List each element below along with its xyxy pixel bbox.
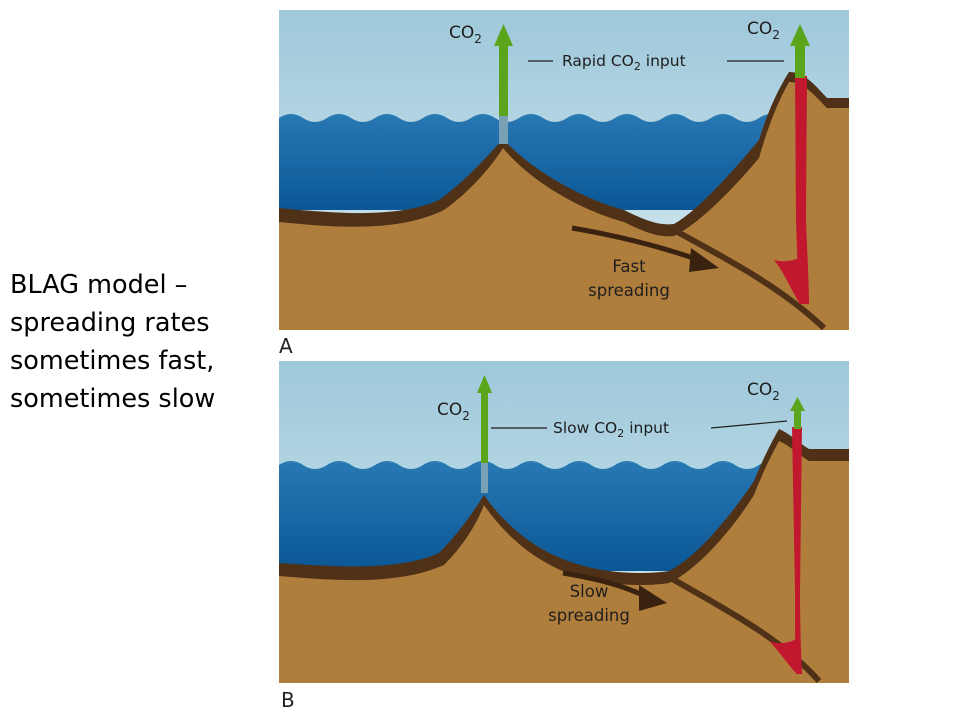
arc-co2-arrow xyxy=(794,409,801,429)
co2-input-label: Slow CO2 input xyxy=(553,419,669,440)
spreading-arrowhead xyxy=(639,585,667,611)
arc-co2-arrowhead xyxy=(790,24,810,46)
ridge-co2-stem xyxy=(499,114,508,144)
magma-conduit xyxy=(795,76,809,304)
panel-a-diagram: CO2 CO2 Rapid CO2 input Fast spreading xyxy=(279,10,849,330)
spreading-label-line2: spreading xyxy=(548,606,630,625)
ridge-co2-label: CO2 xyxy=(449,23,482,46)
arc-co2-arrow xyxy=(795,44,805,78)
spreading-arrowhead xyxy=(689,248,719,272)
arc-co2-arrowhead xyxy=(790,397,805,411)
spreading-arrow xyxy=(571,225,700,263)
ocean xyxy=(279,114,789,210)
ocean xyxy=(279,461,789,571)
spreading-label-line2: spreading xyxy=(588,281,670,300)
caption-line: spreading rates xyxy=(10,308,210,338)
ridge-co2-arrow xyxy=(481,391,488,463)
label-leader xyxy=(710,420,788,429)
ridge-co2-arrowhead xyxy=(477,375,492,393)
caption-line: sometimes fast, xyxy=(10,346,215,376)
crust xyxy=(279,441,849,683)
subducting-slab-edge xyxy=(672,227,827,330)
arc-co2-label: CO2 xyxy=(747,19,780,42)
magma-chamber xyxy=(769,637,802,674)
ridge-co2-arrowhead xyxy=(494,24,513,46)
spreading-label-line1: Fast xyxy=(612,257,646,276)
magma-conduit xyxy=(792,427,802,674)
ridge-co2-stem xyxy=(481,461,488,493)
caption-line: sometimes slow xyxy=(10,384,216,414)
caption: BLAG model – spreading rates sometimes f… xyxy=(10,266,272,418)
spreading-label-line1: Slow xyxy=(570,582,609,601)
arc-co2-label: CO2 xyxy=(747,380,780,403)
co2-input-label: Rapid CO2 input xyxy=(562,52,686,73)
panel-b-diagram: CO2 CO2 Slow CO2 input Slow spreading xyxy=(279,361,849,683)
ridge-co2-label: CO2 xyxy=(437,400,470,423)
ridge-co2-arrow xyxy=(499,44,508,116)
subducting-slab-edge xyxy=(667,574,822,683)
caption-line: BLAG model – xyxy=(10,270,188,300)
panel-b-letter: B xyxy=(281,688,295,712)
panel-a-letter: A xyxy=(279,334,293,358)
